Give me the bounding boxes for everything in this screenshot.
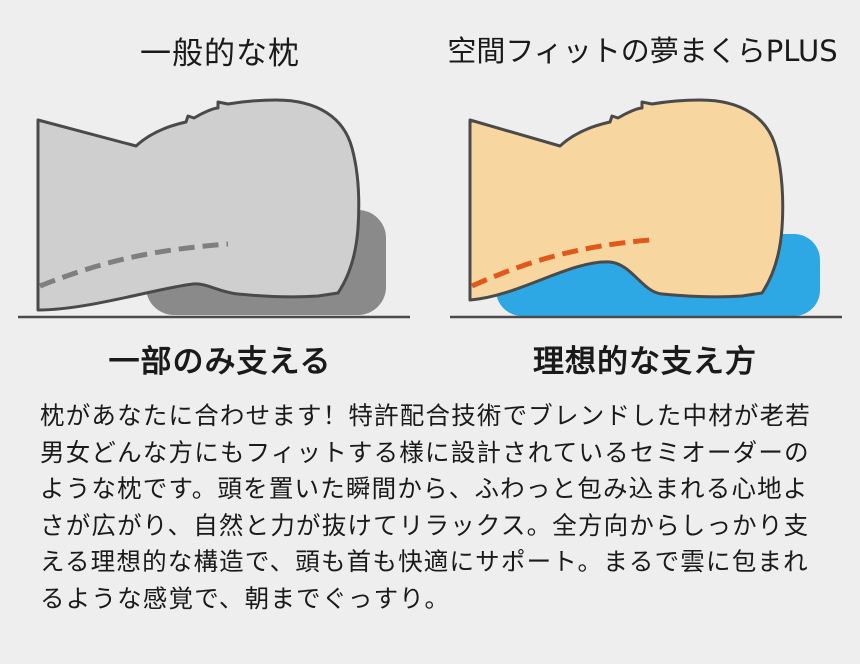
- right-head-profile: [468, 98, 785, 302]
- ordinary-pillow-illustration: [18, 98, 410, 319]
- product-description: 枕があなたに合わせます！特許配合技術でブレンドした中材が老若男女どんな方にもフィ…: [40, 401, 811, 613]
- right-panel-caption: 理想的な支え方: [533, 344, 757, 380]
- right-panel-title: 空間フィットの夢まくらPLUS: [447, 34, 838, 68]
- left-panel-caption: 一部のみ支える: [108, 344, 332, 380]
- yume-makura-illustration: [450, 98, 842, 319]
- left-panel-title: 一般的な枕: [140, 36, 300, 72]
- left-head-profile: [36, 98, 361, 312]
